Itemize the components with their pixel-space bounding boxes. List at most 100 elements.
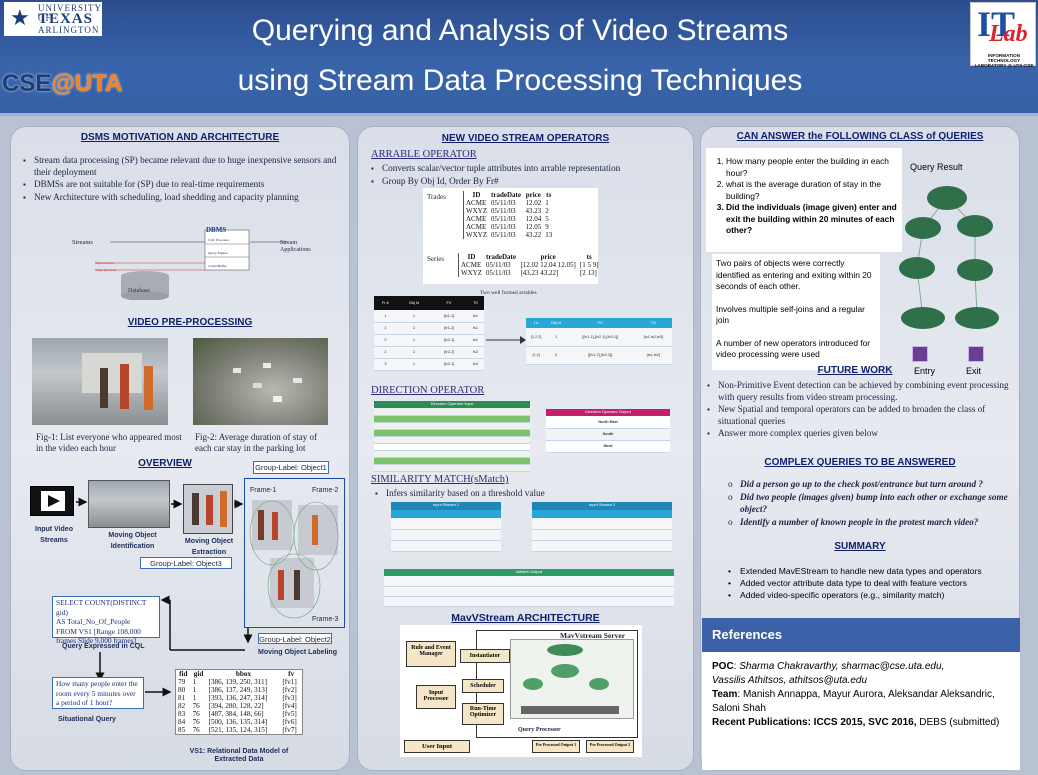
series-label: Series bbox=[427, 255, 445, 263]
frame3-thumb bbox=[270, 558, 314, 608]
table-cell bbox=[426, 422, 478, 430]
preproc-output1-box: Pre Processed Output 1 bbox=[532, 740, 580, 753]
table-cell: [fv2] bbox=[282, 686, 297, 694]
series-caption: Two well formed arrables bbox=[480, 290, 537, 296]
table-cell: ts1 bbox=[466, 310, 484, 323]
bullet: Converts scalar/vector tuple attributes … bbox=[370, 163, 690, 175]
identification-frames bbox=[88, 480, 170, 528]
in1-title: Input Stream 1 bbox=[391, 502, 501, 510]
col-header: FV bbox=[431, 296, 467, 310]
bullet: DBMSs are not suitable for (SP) due to r… bbox=[22, 179, 342, 191]
column-left bbox=[10, 126, 350, 771]
table-cell: 2 bbox=[396, 322, 432, 335]
table-cell: 1 bbox=[374, 322, 397, 335]
table-cell bbox=[374, 415, 426, 423]
overview-arrows bbox=[76, 497, 253, 697]
future-bullets: Non-Primitive Event detection can be ach… bbox=[706, 380, 1014, 441]
input-streams-label: Input Video Streams bbox=[35, 526, 73, 544]
table-cell: [1,2] bbox=[526, 346, 547, 365]
table-cell: [393, 136, 247, 314] bbox=[208, 694, 268, 702]
table-cell: [fv5] bbox=[282, 710, 297, 718]
table-cell bbox=[478, 415, 530, 423]
table-cell bbox=[374, 450, 426, 458]
dsms-architecture-diagram bbox=[95, 229, 287, 300]
dir-input-title: Direction Operator Input bbox=[374, 401, 530, 408]
table-cell bbox=[426, 436, 478, 444]
table-cell: [fv7] bbox=[282, 726, 297, 734]
complex-title: COMPLEX QUERIES TO BE ANSWERED bbox=[764, 457, 956, 468]
table-cell: 1 bbox=[396, 334, 432, 347]
table-cell bbox=[426, 415, 478, 423]
table-cell: 2 bbox=[545, 207, 549, 215]
summary-title: SUMMARY bbox=[834, 541, 886, 552]
table-cell: 43.22 bbox=[525, 231, 542, 239]
table-cell: [2 13] bbox=[579, 269, 597, 277]
frame3-label: Frame-3 bbox=[312, 616, 339, 623]
user-input-box: User Input bbox=[404, 740, 470, 753]
arch-query-engine: Query Engine bbox=[208, 251, 228, 255]
query-processor-area bbox=[510, 639, 634, 719]
col-header: ts bbox=[586, 253, 592, 261]
preproc-output2-box: Pre Processed Output 2 bbox=[586, 740, 634, 753]
arch-cql: CQL Processor bbox=[208, 238, 230, 242]
cql-line: frames Slide 9,000 frames] bbox=[56, 636, 137, 645]
dir-output-title: Direction Operator Output bbox=[546, 409, 670, 416]
mavv-diagram: MavVstream Server Rule and Event Manager… bbox=[400, 625, 642, 757]
table-cell bbox=[374, 408, 426, 416]
table-cell: 05/11/03 bbox=[491, 199, 516, 207]
video-stream-icon bbox=[30, 486, 74, 516]
table-cell: [394, 280, 128, 22] bbox=[208, 702, 264, 710]
input-stream1-table: Input Stream 1 bbox=[391, 502, 501, 552]
runtime-optimizer-box: Run-Time Optimizer bbox=[462, 703, 504, 725]
references-title: References bbox=[702, 618, 1020, 652]
table-cell bbox=[478, 408, 530, 416]
table-cell bbox=[478, 443, 530, 451]
cse-uta-logo: CSE@UTA bbox=[2, 70, 123, 97]
table-cell bbox=[374, 436, 426, 444]
operators-title: NEW VIDEO STREAM OPERATORS bbox=[441, 133, 610, 144]
mavv-title: MavVStream ARCHITECTURE bbox=[451, 612, 600, 624]
table-cell: ts1 bbox=[466, 322, 484, 335]
table-cell: 82 bbox=[178, 702, 186, 710]
table-cell: 13 bbox=[545, 231, 553, 239]
table-cell: [ts1,ts2] bbox=[634, 346, 672, 365]
arrable-arrow bbox=[486, 336, 526, 344]
arch-streams: Streams bbox=[72, 239, 93, 246]
bullet: Group By Obj Id, Order By Fr# bbox=[370, 176, 690, 188]
group-label-object2: Group-Label: Object2 bbox=[258, 633, 332, 644]
situational-query-box: How many people enter the room every 5 m… bbox=[52, 677, 144, 709]
table-cell: ACME bbox=[466, 199, 487, 207]
bullet: New Spatial and temporal operators can b… bbox=[706, 404, 1014, 427]
table-cell bbox=[478, 436, 530, 444]
table-row bbox=[374, 415, 530, 423]
frame-group-ellipses bbox=[249, 500, 339, 619]
poc-line: POC: Sharma Chakravarthy, sharmac@cse.ut… bbox=[712, 661, 945, 672]
table-cell: [487, 384, 148, 66] bbox=[208, 710, 264, 718]
motivation-title: DSMS MOTIVATION AND ARCHITECTURE bbox=[80, 132, 280, 143]
table-row bbox=[374, 436, 530, 444]
instantiator-box: Instantiator bbox=[460, 649, 510, 663]
table-cell: 1 bbox=[396, 358, 432, 371]
table-cell: [fv2-1] bbox=[431, 334, 467, 347]
table-cell: 12.05 bbox=[525, 223, 542, 231]
col-header: ID bbox=[467, 253, 476, 261]
bullet: Stream data processing (SP) became relev… bbox=[22, 155, 342, 178]
rule-manager-box: Rule and Event Manager bbox=[406, 641, 456, 667]
summary-item: •Extended MavEStream to handle new data … bbox=[728, 566, 982, 576]
col-header: tradeDate bbox=[491, 191, 521, 199]
cql-line: FROM VS1 [Range 108,000 bbox=[56, 626, 141, 636]
query-item: Did the individuals (image given) enter … bbox=[726, 202, 898, 237]
uta-line1: UNIVERSITY OF bbox=[38, 3, 102, 23]
uta-line3: ARLINGTON bbox=[38, 25, 100, 35]
table-cell: 9 bbox=[545, 223, 549, 231]
table-cell: 83 bbox=[178, 710, 186, 718]
frames-box bbox=[244, 478, 345, 628]
table-row: [1,2,3]1[[fv1-1],[fv2-1],[fv3-1]][ts1,ts… bbox=[526, 328, 672, 347]
